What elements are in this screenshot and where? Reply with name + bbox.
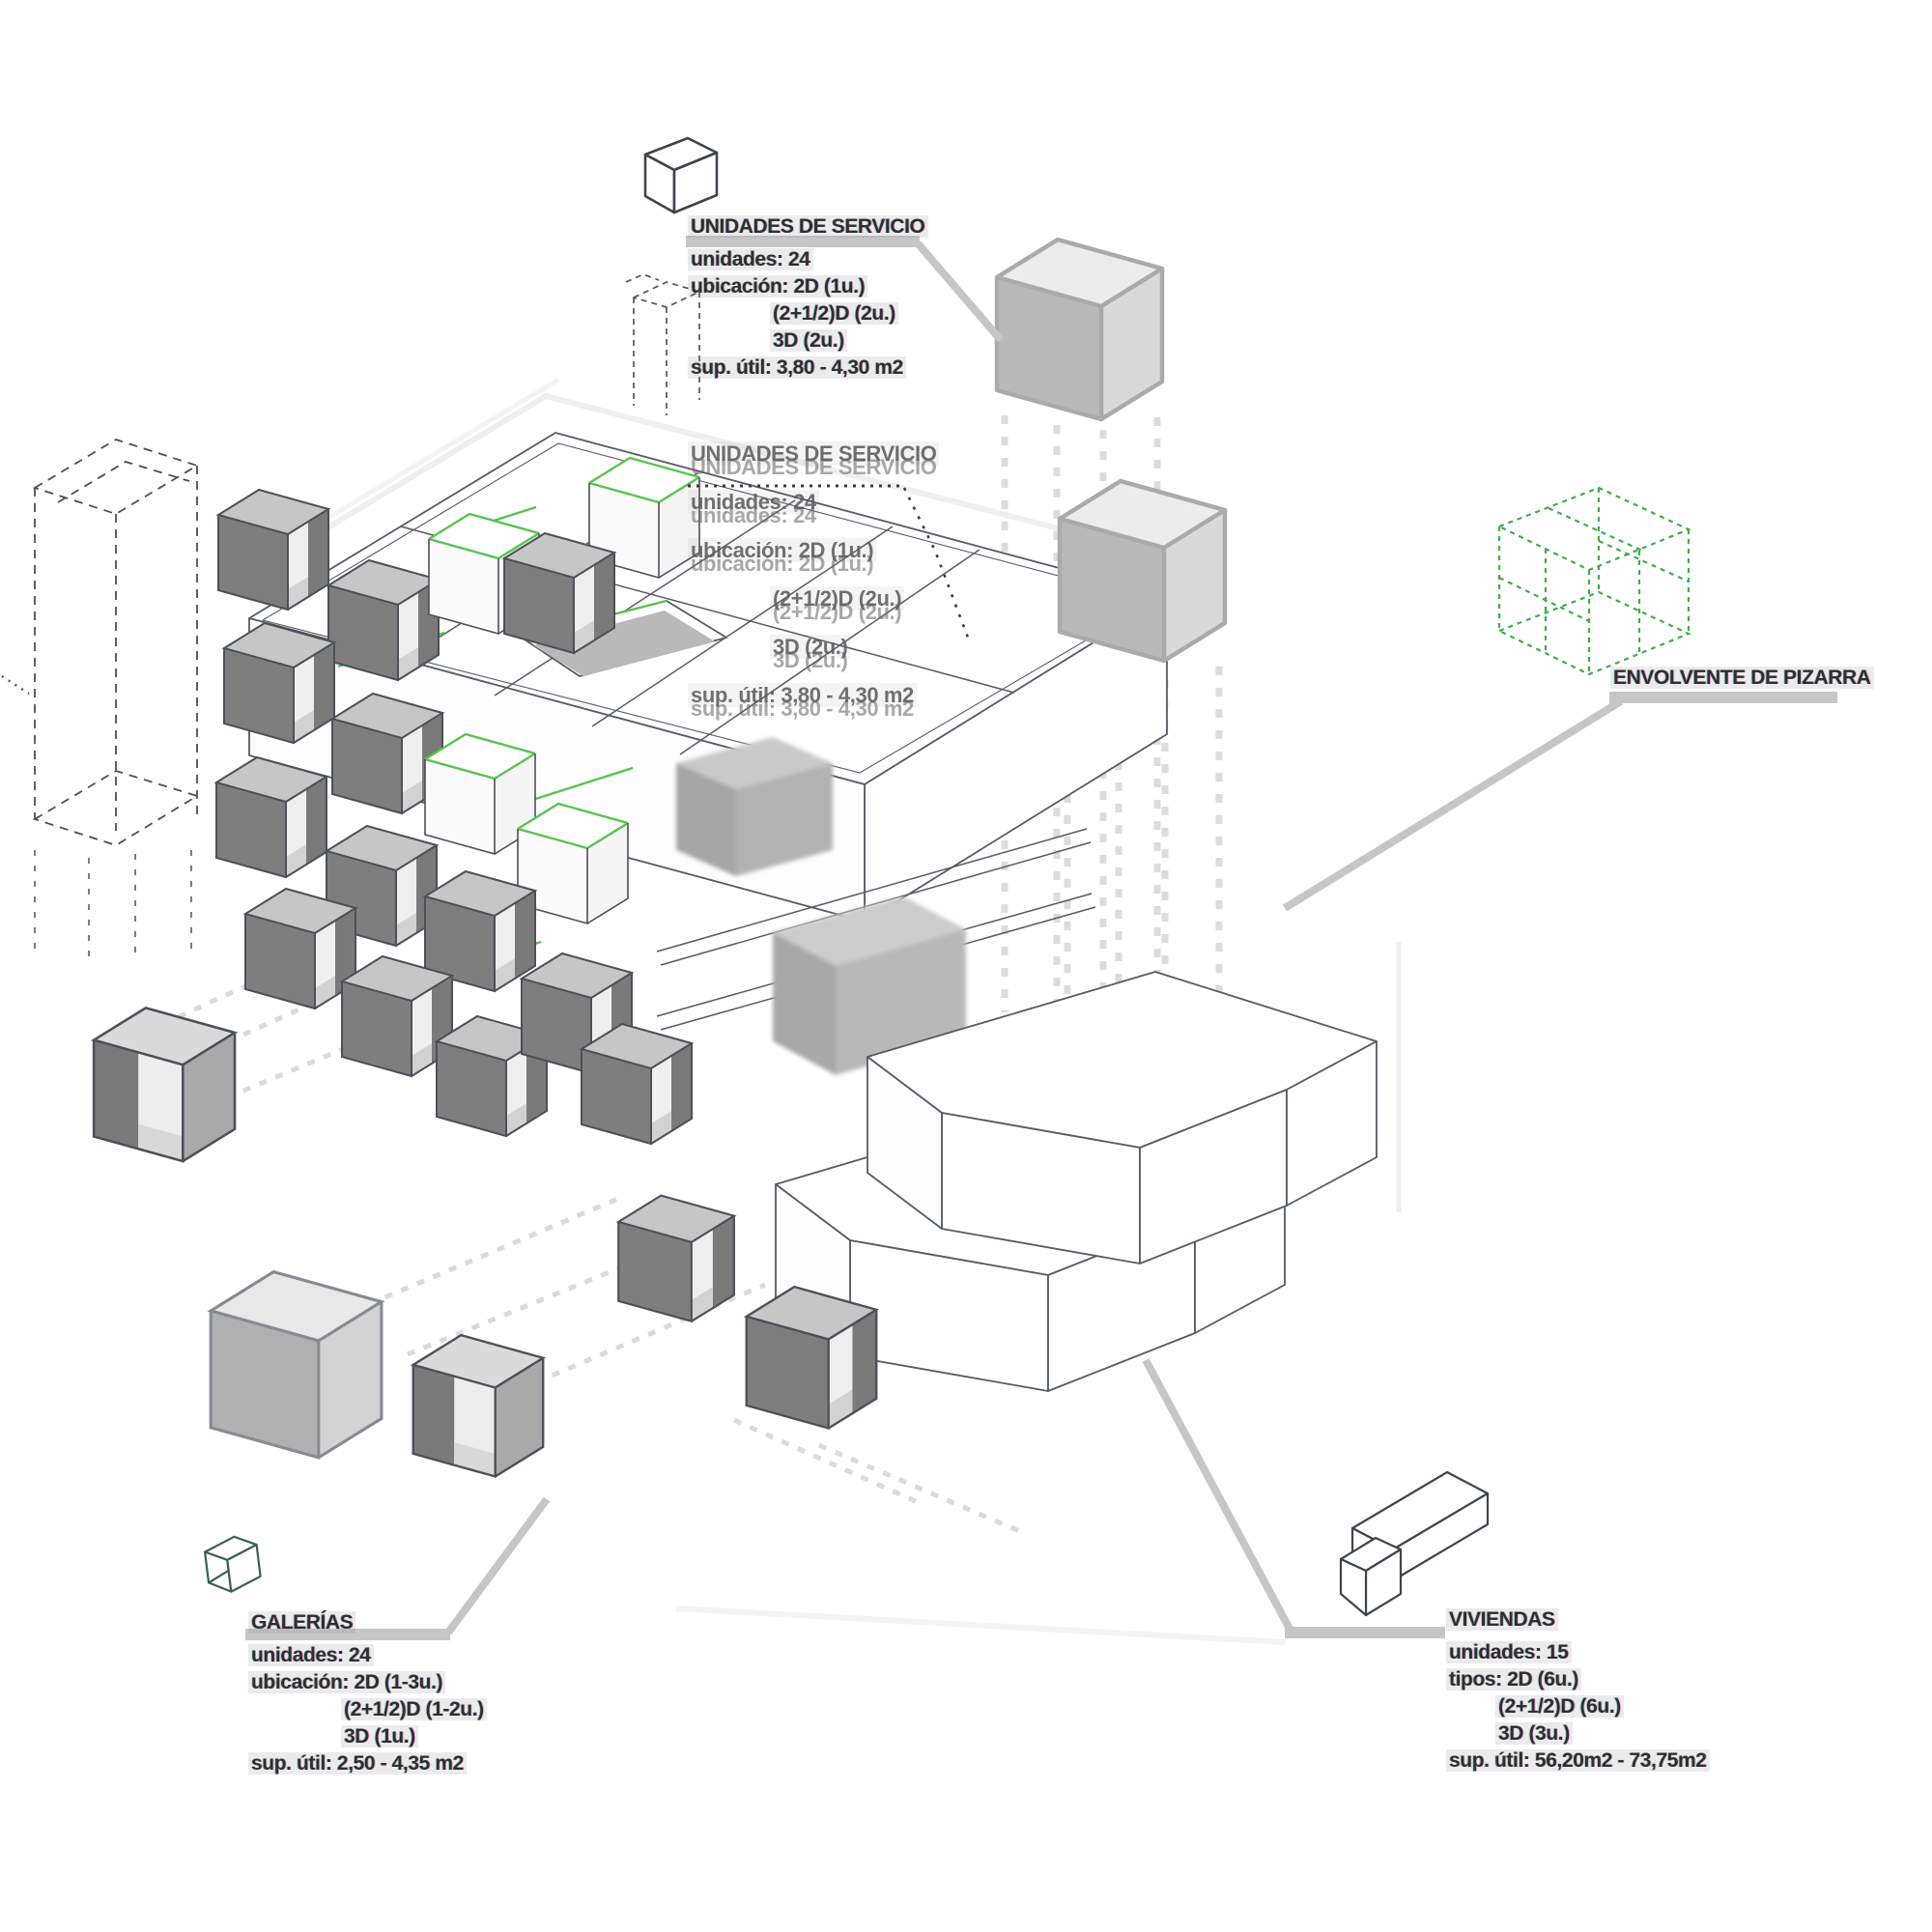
label-line: sup. útil: 56,20m2 - 73,75m2 (1446, 1749, 1710, 1772)
module-cube (503, 532, 615, 654)
housing-block-icon (1339, 1470, 1490, 1617)
print-ghost-echo-lines (240, 377, 1402, 1645)
ghost-title: UNIDADES DE SERVICIO (688, 441, 940, 466)
label-line: ubicación: 2D (1-3u.) (248, 1671, 446, 1693)
label-line: (2+1/2)D (2u.) (770, 302, 898, 325)
label-title: UNIDADES DE SERVICIO (688, 215, 928, 238)
ghost-line: (2+1/2)D (2u.) (770, 586, 905, 611)
viviendas-volume (775, 971, 1378, 1392)
label-title: VIVIENDAS (1446, 1608, 1558, 1631)
label-line: unidades: 24 (688, 248, 813, 270)
label-line: 3D (1u.) (341, 1725, 418, 1747)
label-leaders (245, 236, 1837, 1640)
dashed-service-shaft-icon (625, 273, 700, 415)
label-title: GALERÍAS (248, 1611, 356, 1634)
slate-envelope-wireframe-icon (1496, 486, 1691, 676)
service-cube (1060, 481, 1225, 661)
module-cube (745, 1285, 878, 1430)
ghost-line: sup. útil: 3,80 - 4,30 m2 (688, 683, 917, 707)
label-unidades-de-servicio-ghost: UNIDADES DE SERVICIO unidades: 24 ubicac… (688, 430, 940, 720)
gallery-cube (209, 1270, 384, 1460)
label-viviendas: VIVIENDAS unidades: 15 tipos: 2D (6u.) (… (1446, 1606, 1710, 1775)
label-line: tipos: 2D (6u.) (1446, 1668, 1581, 1690)
label-line: ubicación: 2D (1u.) (688, 275, 868, 298)
label-line: sup. útil: 2,50 - 4,35 m2 (248, 1752, 467, 1775)
gallery-cube (92, 1007, 237, 1163)
label-unidades-de-servicio: UNIDADES DE SERVICIO unidades: 24 ubicac… (688, 213, 928, 382)
ghost-line: 3D (2u.) (770, 635, 851, 659)
module-cube (217, 489, 329, 611)
module-cube (223, 622, 335, 744)
legend-icons (204, 136, 1490, 1617)
dashed-core-tower-outline (1, 439, 200, 956)
label-envolvente-de-pizarra: ENVOLVENTE DE PIZARRA (1610, 665, 1874, 697)
label-line: unidades: 24 (248, 1644, 374, 1666)
label-line: (2+1/2)D (1-2u.) (341, 1698, 487, 1720)
label-galerias: GALERÍAS unidades: 24 ubicación: 2D (1-3… (248, 1609, 487, 1777)
module-cube (617, 1194, 735, 1322)
gallery-cube-icon (204, 1535, 262, 1593)
label-line: 3D (3u.) (1495, 1722, 1573, 1745)
module-cube (215, 756, 327, 878)
ghost-line: ubicación: 2D (1u.) (688, 538, 877, 562)
module-cube (581, 1023, 693, 1145)
ghost-line: unidades: 24 (688, 490, 819, 514)
gallery-cube (412, 1333, 545, 1478)
service-cube (997, 240, 1162, 419)
module-cube (341, 955, 453, 1077)
label-line: unidades: 15 (1446, 1641, 1572, 1663)
ghost-block-dotted-rules (688, 484, 970, 639)
label-line: 3D (2u.) (770, 329, 847, 352)
module-cube (244, 888, 356, 1009)
label-line: sup. útil: 3,80 - 4,30 m2 (688, 356, 906, 379)
label-line: (2+1/2)D (6u.) (1495, 1695, 1624, 1718)
label-title: ENVOLVENTE DE PIZARRA (1610, 667, 1874, 689)
service-unit-cube-icon (643, 136, 719, 214)
module-cube (327, 559, 440, 681)
